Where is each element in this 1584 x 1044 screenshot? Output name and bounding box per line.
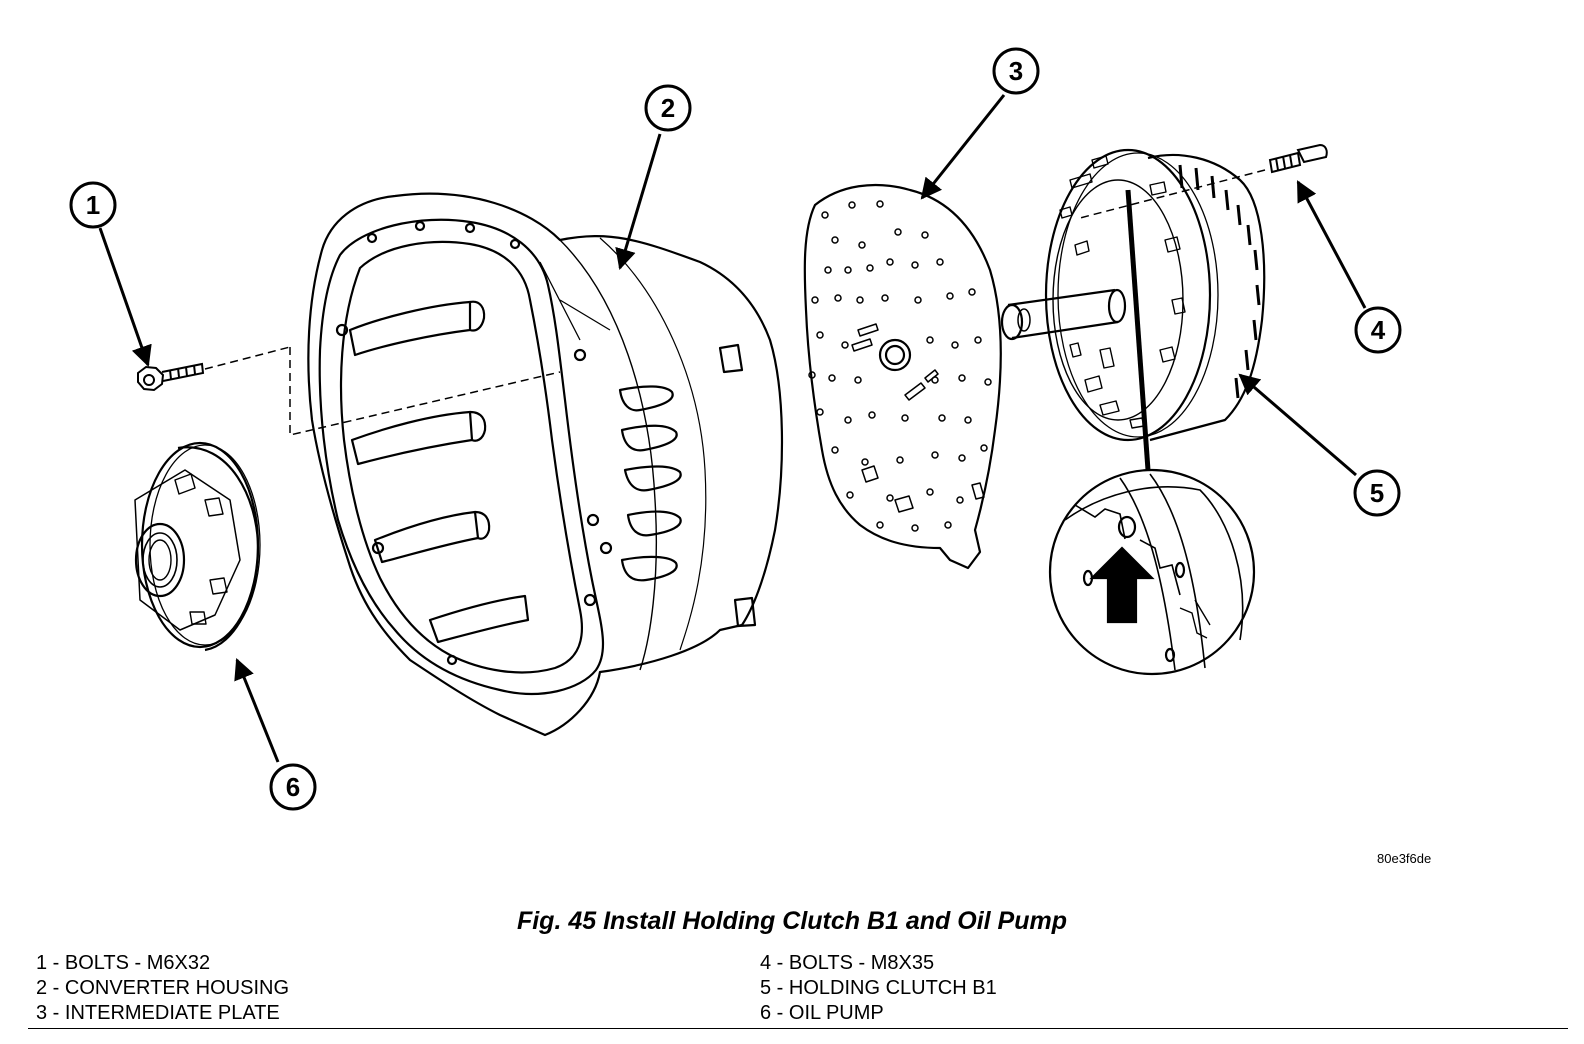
converter-housing-drawing [289, 192, 784, 737]
legend-item: 2 - CONVERTER HOUSING [36, 977, 289, 999]
legend-item: 1 - BOLTS - M6X32 [36, 952, 211, 974]
legend-item: 5 - HOLDING CLUTCH B1 [760, 977, 997, 999]
holding-clutch-b1-drawing [1000, 148, 1266, 471]
detail-zoom-circle [1048, 468, 1256, 676]
bolt-m8x35-drawing [1268, 143, 1328, 174]
callout-2: 2 [644, 84, 692, 132]
svg-text:5: 5 [1370, 478, 1384, 508]
bolt-m6x32-drawing [137, 346, 291, 392]
callout-3: 3 [992, 47, 1040, 95]
legend-right-column: 4 - BOLTS - M8X35 5 - HOLDING CLUTCH B1 … [760, 951, 997, 1026]
callout-6: 6 [269, 763, 317, 811]
legend-left-column: 1 - BOLTS - M6X32 2 - CONVERTER HOUSING … [36, 951, 289, 1026]
callout-leaders [98, 94, 1367, 763]
legend-item: 4 - BOLTS - M8X35 [760, 952, 935, 974]
legend-item: 3 - INTERMEDIATE PLATE [36, 1002, 280, 1024]
intermediate-plate-drawing [803, 183, 1002, 570]
image-id-label: 80e3f6de [1377, 851, 1432, 866]
svg-text:1: 1 [86, 190, 100, 220]
callout-1: 1 [69, 181, 117, 229]
oil-pump-drawing [134, 441, 261, 652]
callout-4: 4 [1354, 306, 1402, 354]
bottom-rule [28, 1028, 1568, 1029]
figure-caption: Fig. 45 Install Holding Clutch B1 and Oi… [516, 907, 1068, 935]
callout-5: 5 [1353, 469, 1401, 517]
svg-text:3: 3 [1009, 56, 1023, 86]
legend-item: 6 - OIL PUMP [760, 1002, 884, 1024]
svg-text:6: 6 [286, 772, 300, 802]
svg-text:2: 2 [661, 93, 675, 123]
svg-text:4: 4 [1371, 315, 1386, 345]
